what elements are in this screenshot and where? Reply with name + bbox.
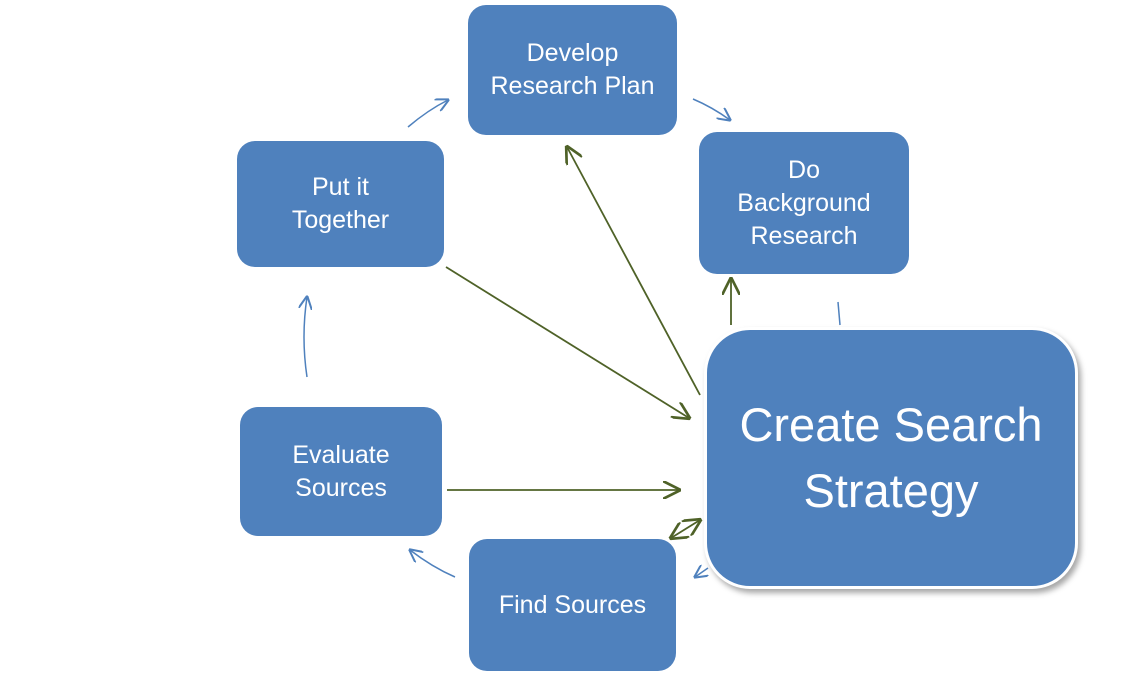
node-label: Find Sources (498, 590, 647, 619)
arrow-develop-to-background (692, 98, 730, 120)
node-label: Do Background Research (737, 155, 871, 250)
node-create-search-strategy: Create Search Strategy (704, 327, 1078, 589)
node-develop-research-plan: Develop Research Plan (468, 5, 677, 135)
arrow-evaluate-to-put-together (304, 297, 307, 378)
node-label: Put it Together (291, 173, 390, 234)
node-put-it-together: Put it Together (237, 141, 444, 267)
arrow-put-together-to-develop (407, 100, 448, 128)
node-evaluate-sources: Evaluate Sources (240, 407, 442, 536)
arrow-find-to-evaluate (410, 550, 456, 578)
node-do-background-research: Do Background Research (699, 132, 909, 274)
node-label: Develop Research Plan (490, 39, 655, 100)
node-label: Create Search Strategy (739, 398, 1043, 517)
node-label: Evaluate Sources (292, 440, 390, 502)
arrow-strategy-to-develop (567, 147, 701, 396)
arrow-strategy-find-bidirectional (671, 520, 700, 538)
arrow-background-to-strategy (837, 301, 841, 326)
arrow-put-together-to-strategy (445, 266, 689, 418)
arrow-strategy-to-find (695, 568, 708, 577)
node-find-sources: Find Sources (469, 539, 676, 671)
